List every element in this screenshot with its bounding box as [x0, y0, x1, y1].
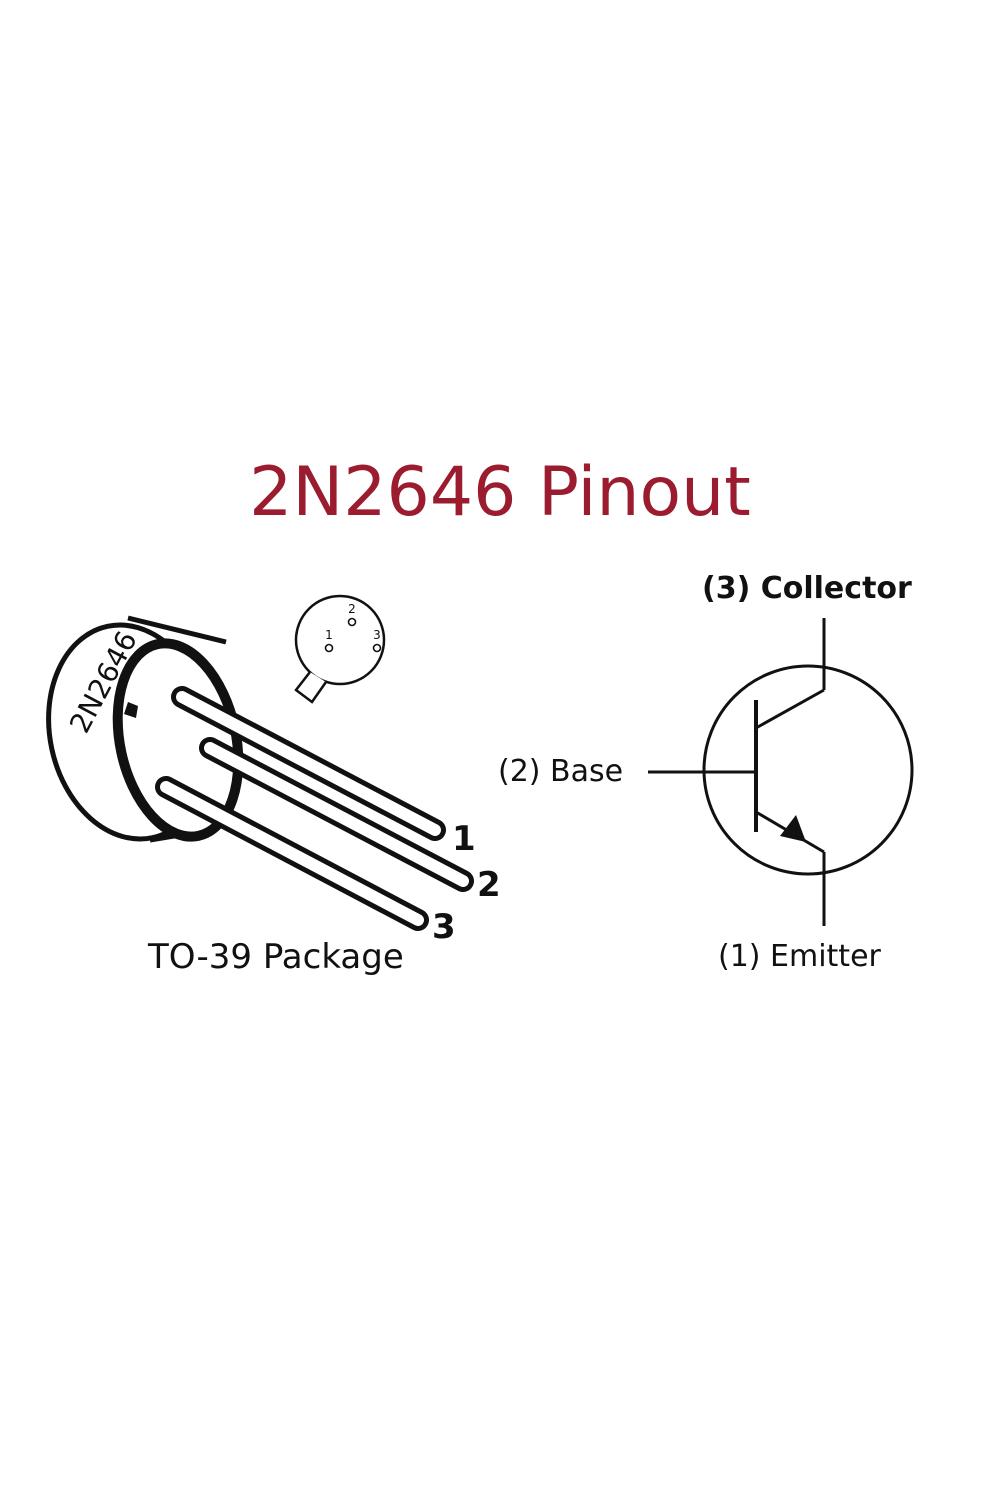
bottom-pin-2: 2 [348, 602, 356, 616]
lead-number-1: 1 [452, 819, 476, 859]
emitter-label: (1) Emitter [718, 939, 882, 974]
bottom-pin-1: 1 [325, 628, 333, 642]
collector-label: (3) Collector [702, 571, 912, 606]
bottom-view-inset [294, 594, 386, 704]
lead-number-2: 2 [477, 865, 501, 905]
transistor-symbol [648, 618, 914, 926]
package-label: TO-39 Package [147, 937, 404, 977]
emitter-arrow [780, 815, 806, 842]
to39-package-body: 2N2646 [46, 615, 244, 843]
lead-number-3: 3 [432, 907, 456, 947]
package-leads [155, 686, 474, 931]
base-label: (2) Base [498, 754, 623, 789]
page-title: 2N2646 Pinout [249, 453, 751, 532]
bottom-pin-3: 3 [373, 628, 381, 642]
